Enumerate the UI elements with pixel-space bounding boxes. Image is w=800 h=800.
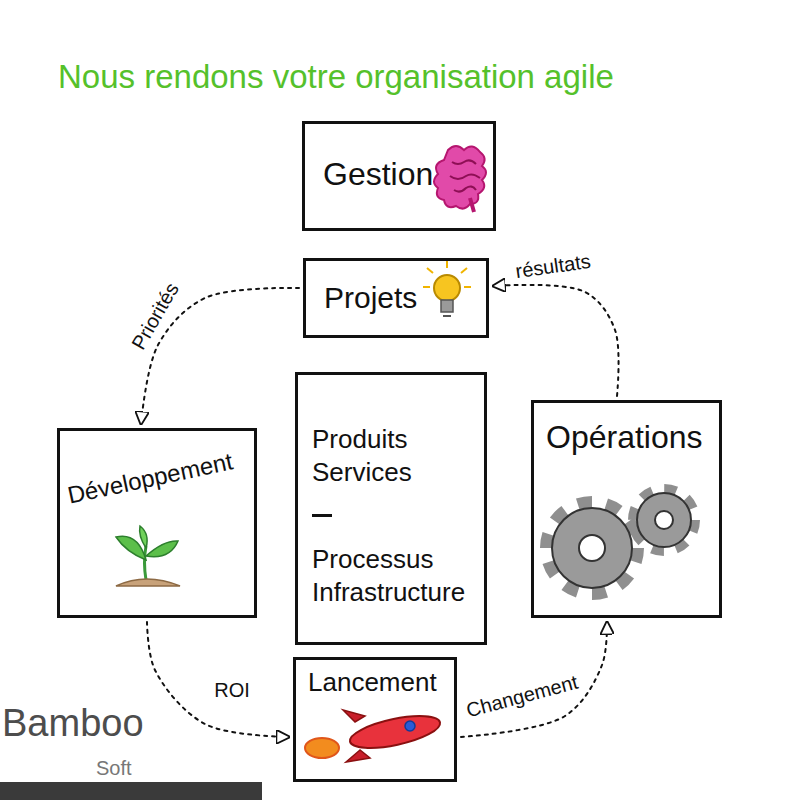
lightbulb-icon: [423, 260, 471, 316]
edge-label: résultats: [511, 248, 595, 283]
box-label: Lancement: [308, 666, 437, 699]
edge-label: Priorités: [125, 276, 185, 357]
edge-label: ROI: [211, 678, 253, 702]
management-box: Gestion: [302, 121, 496, 231]
rocket-body: [347, 710, 442, 755]
brain-icon: [434, 146, 486, 212]
brain-shape: [434, 146, 486, 209]
box-label: Processus Infrastructure: [312, 543, 465, 608]
brain-stem: [470, 198, 474, 212]
gear-hole: [579, 535, 605, 561]
connector: [147, 622, 289, 737]
launch-box: Lancement: [293, 657, 457, 782]
rocket-window: [405, 721, 415, 731]
sprout-leaf: [140, 526, 148, 548]
connector: [493, 285, 619, 396]
development-box: Développement: [57, 428, 257, 618]
rocket-flame: [305, 738, 339, 758]
gear-teeth: [548, 504, 636, 592]
bulb-glass: [434, 275, 460, 301]
box-label: Produits Services: [312, 423, 412, 488]
logo-subtext: Soft: [96, 757, 132, 779]
soil: [116, 579, 180, 586]
gear-body: [637, 493, 691, 547]
sprout-icon: [116, 526, 180, 586]
gear-teeth: [634, 490, 694, 550]
box-label: Opérations: [546, 417, 703, 457]
rocket-icon: [305, 710, 443, 762]
box-label: Développement: [65, 446, 236, 510]
separator: [312, 514, 332, 517]
gear-hole: [655, 511, 673, 529]
sprout-leaf: [146, 541, 178, 557]
connector: [461, 622, 607, 737]
bulb-base: [441, 300, 453, 312]
box-label: Projets: [324, 279, 417, 317]
logo-text: Bamboo: [2, 703, 144, 745]
sprout-stem: [145, 546, 147, 580]
box-label: Gestion: [323, 154, 433, 194]
bulb-tip: [443, 315, 451, 317]
title: Nous rendons votre organisation agile: [58, 58, 614, 96]
operations-box: Opérations: [531, 400, 722, 618]
video-strip: [0, 782, 262, 800]
gear-body: [552, 508, 632, 588]
products-box: Produits ServicesProcessus Infrastructur…: [295, 372, 487, 645]
gears-icon: [548, 490, 694, 592]
projects-box: Projets: [303, 258, 489, 338]
brain-folds: [450, 160, 480, 191]
